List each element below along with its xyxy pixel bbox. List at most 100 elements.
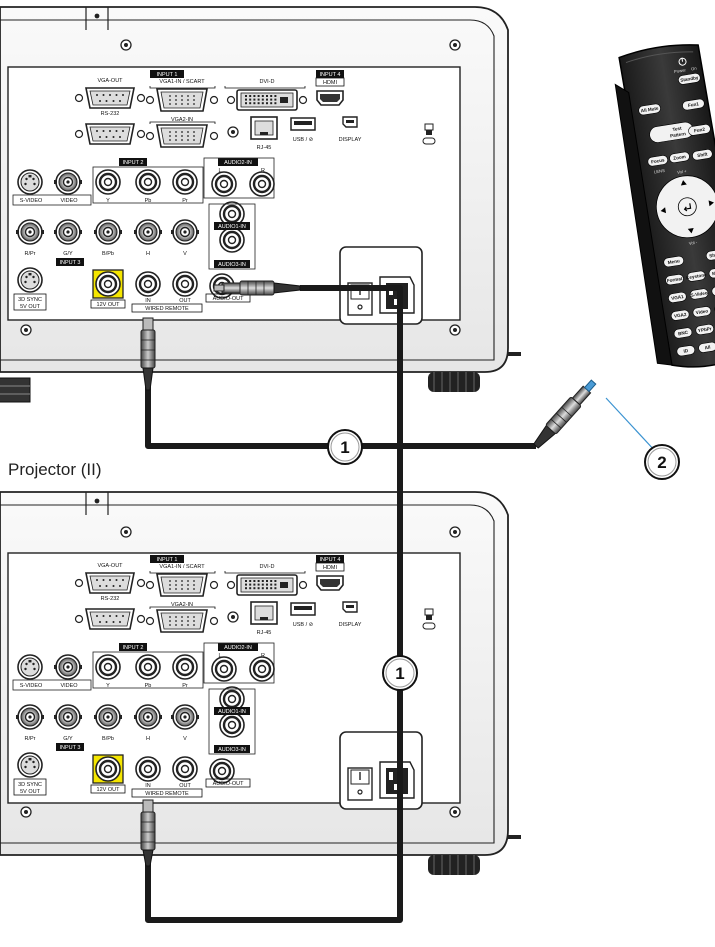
svideo-label: S-VIDEO — [20, 683, 43, 689]
audio1-r-port — [220, 713, 244, 737]
audio2-label: AUDIO2-IN — [224, 645, 252, 651]
rpr-label: R/Pr — [25, 736, 36, 742]
pr-port — [173, 170, 197, 194]
pr-label: Pr — [182, 683, 188, 689]
hdmi-port — [317, 91, 343, 105]
audio2-l-port — [212, 657, 236, 681]
in-label: IN — [145, 298, 151, 304]
out12v-label: 12V OUT — [97, 302, 121, 308]
bpb-label: B/Pb — [102, 251, 114, 257]
audio1-r-port — [220, 228, 244, 252]
input2-label: INPUT 2 — [123, 160, 144, 166]
vga2-label: VGA2-IN — [171, 117, 193, 123]
audio2-l-port — [212, 172, 236, 196]
audio1-label: AUDIO1-IN — [218, 709, 246, 715]
audio2-r-port — [250, 657, 274, 681]
remote-all-key-label: All — [704, 344, 711, 350]
rpr-label: R/Pr — [25, 251, 36, 257]
audio3-port — [210, 759, 234, 783]
sync-label: 3D SYNC — [18, 782, 42, 788]
y-label: Y — [106, 198, 110, 204]
rs232-label: RS-232 — [101, 111, 120, 117]
sync5v-label: 5V OUT — [20, 304, 41, 310]
audio3-label: AUDIO3-IN — [218, 262, 246, 268]
wired-remote-in-port — [136, 757, 160, 781]
input1-label: INPUT 1 — [157, 557, 178, 563]
usb-label: USB / ⊘ — [293, 137, 314, 143]
sync-port — [18, 753, 42, 777]
dvi-port — [228, 575, 307, 595]
v-label: V — [183, 251, 187, 257]
audio1-label: AUDIO1-IN — [218, 224, 246, 230]
vga1-label: VGA1-IN / SCART — [159, 564, 205, 570]
callout-2-leader — [606, 398, 656, 452]
wired-label: WIRED REMOTE — [145, 306, 189, 312]
pb-label: Pb — [145, 683, 152, 689]
sync5v-label: 5V OUT — [20, 789, 41, 795]
wired-remote-out-port — [173, 272, 197, 296]
audio3-label: AUDIO3-IN — [218, 747, 246, 753]
usb-label: USB / ⊘ — [293, 622, 314, 628]
hdmi-port — [317, 576, 343, 590]
svideo-port — [18, 655, 42, 679]
video-label: VIDEO — [60, 198, 78, 204]
projector-1 — [0, 7, 521, 402]
projector-2-caption: Projector (II) — [8, 460, 102, 479]
gy-label: G/Y — [63, 736, 73, 742]
out12v-label: 12V OUT — [97, 787, 121, 793]
power-inlet — [340, 732, 422, 809]
dvi-label: DVI-D — [260, 79, 275, 85]
wired-remote-out-port — [173, 757, 197, 781]
vga_out-label: VGA-OUT — [97, 563, 123, 569]
remote-plug — [531, 377, 599, 450]
sync-port — [18, 268, 42, 292]
dvi-label: DVI-D — [260, 564, 275, 570]
pb-port — [136, 655, 160, 679]
12v-out-port — [96, 272, 120, 296]
vga_out-label: VGA-OUT — [97, 78, 123, 84]
rj45-label: RJ-45 — [257, 145, 272, 151]
out-label: OUT — [179, 298, 191, 304]
input2-label: INPUT 2 — [123, 645, 144, 651]
input3-label: INPUT 3 — [60, 260, 81, 266]
out-label: OUT — [179, 783, 191, 789]
video-label: VIDEO — [60, 683, 78, 689]
display-label: DISPLAY — [339, 622, 362, 628]
pb-port — [136, 170, 160, 194]
audio2-label: AUDIO2-IN — [224, 160, 252, 166]
display-port — [343, 602, 357, 612]
wired-remote-plug-2 — [141, 800, 155, 866]
callout-1-top-label: 1 — [340, 438, 349, 457]
in-label: IN — [145, 783, 151, 789]
callout-1-bottom: 1 — [383, 656, 417, 690]
pr-label: Pr — [182, 198, 188, 204]
wired-remote-in-port — [136, 272, 160, 296]
small-hole — [228, 127, 238, 137]
vga2-label: VGA2-IN — [171, 602, 193, 608]
callout-2: 2 — [645, 445, 679, 479]
pr-port — [173, 655, 197, 679]
rs232-label: RS-232 — [101, 596, 120, 602]
svideo-port — [18, 170, 42, 194]
bpb-label: B/Pb — [102, 736, 114, 742]
hdmi-label: HDMI — [323, 565, 338, 571]
rj45-port — [251, 602, 277, 624]
12v-out-port — [96, 757, 120, 781]
gy-label: G/Y — [63, 251, 73, 257]
svideo-label: S-VIDEO — [20, 198, 43, 204]
usb-port — [291, 603, 315, 615]
input3-label: INPUT 3 — [60, 745, 81, 751]
vga1-label: VGA1-IN / SCART — [159, 79, 205, 85]
h-label: H — [146, 251, 150, 257]
wired-remote-plug-1 — [141, 318, 155, 390]
y-port — [96, 655, 120, 679]
display-port — [343, 117, 357, 127]
rj45-label: RJ-45 — [257, 630, 272, 636]
projector-2 — [0, 492, 521, 875]
h-label: H — [146, 736, 150, 742]
input1-label: INPUT 1 — [157, 72, 178, 78]
